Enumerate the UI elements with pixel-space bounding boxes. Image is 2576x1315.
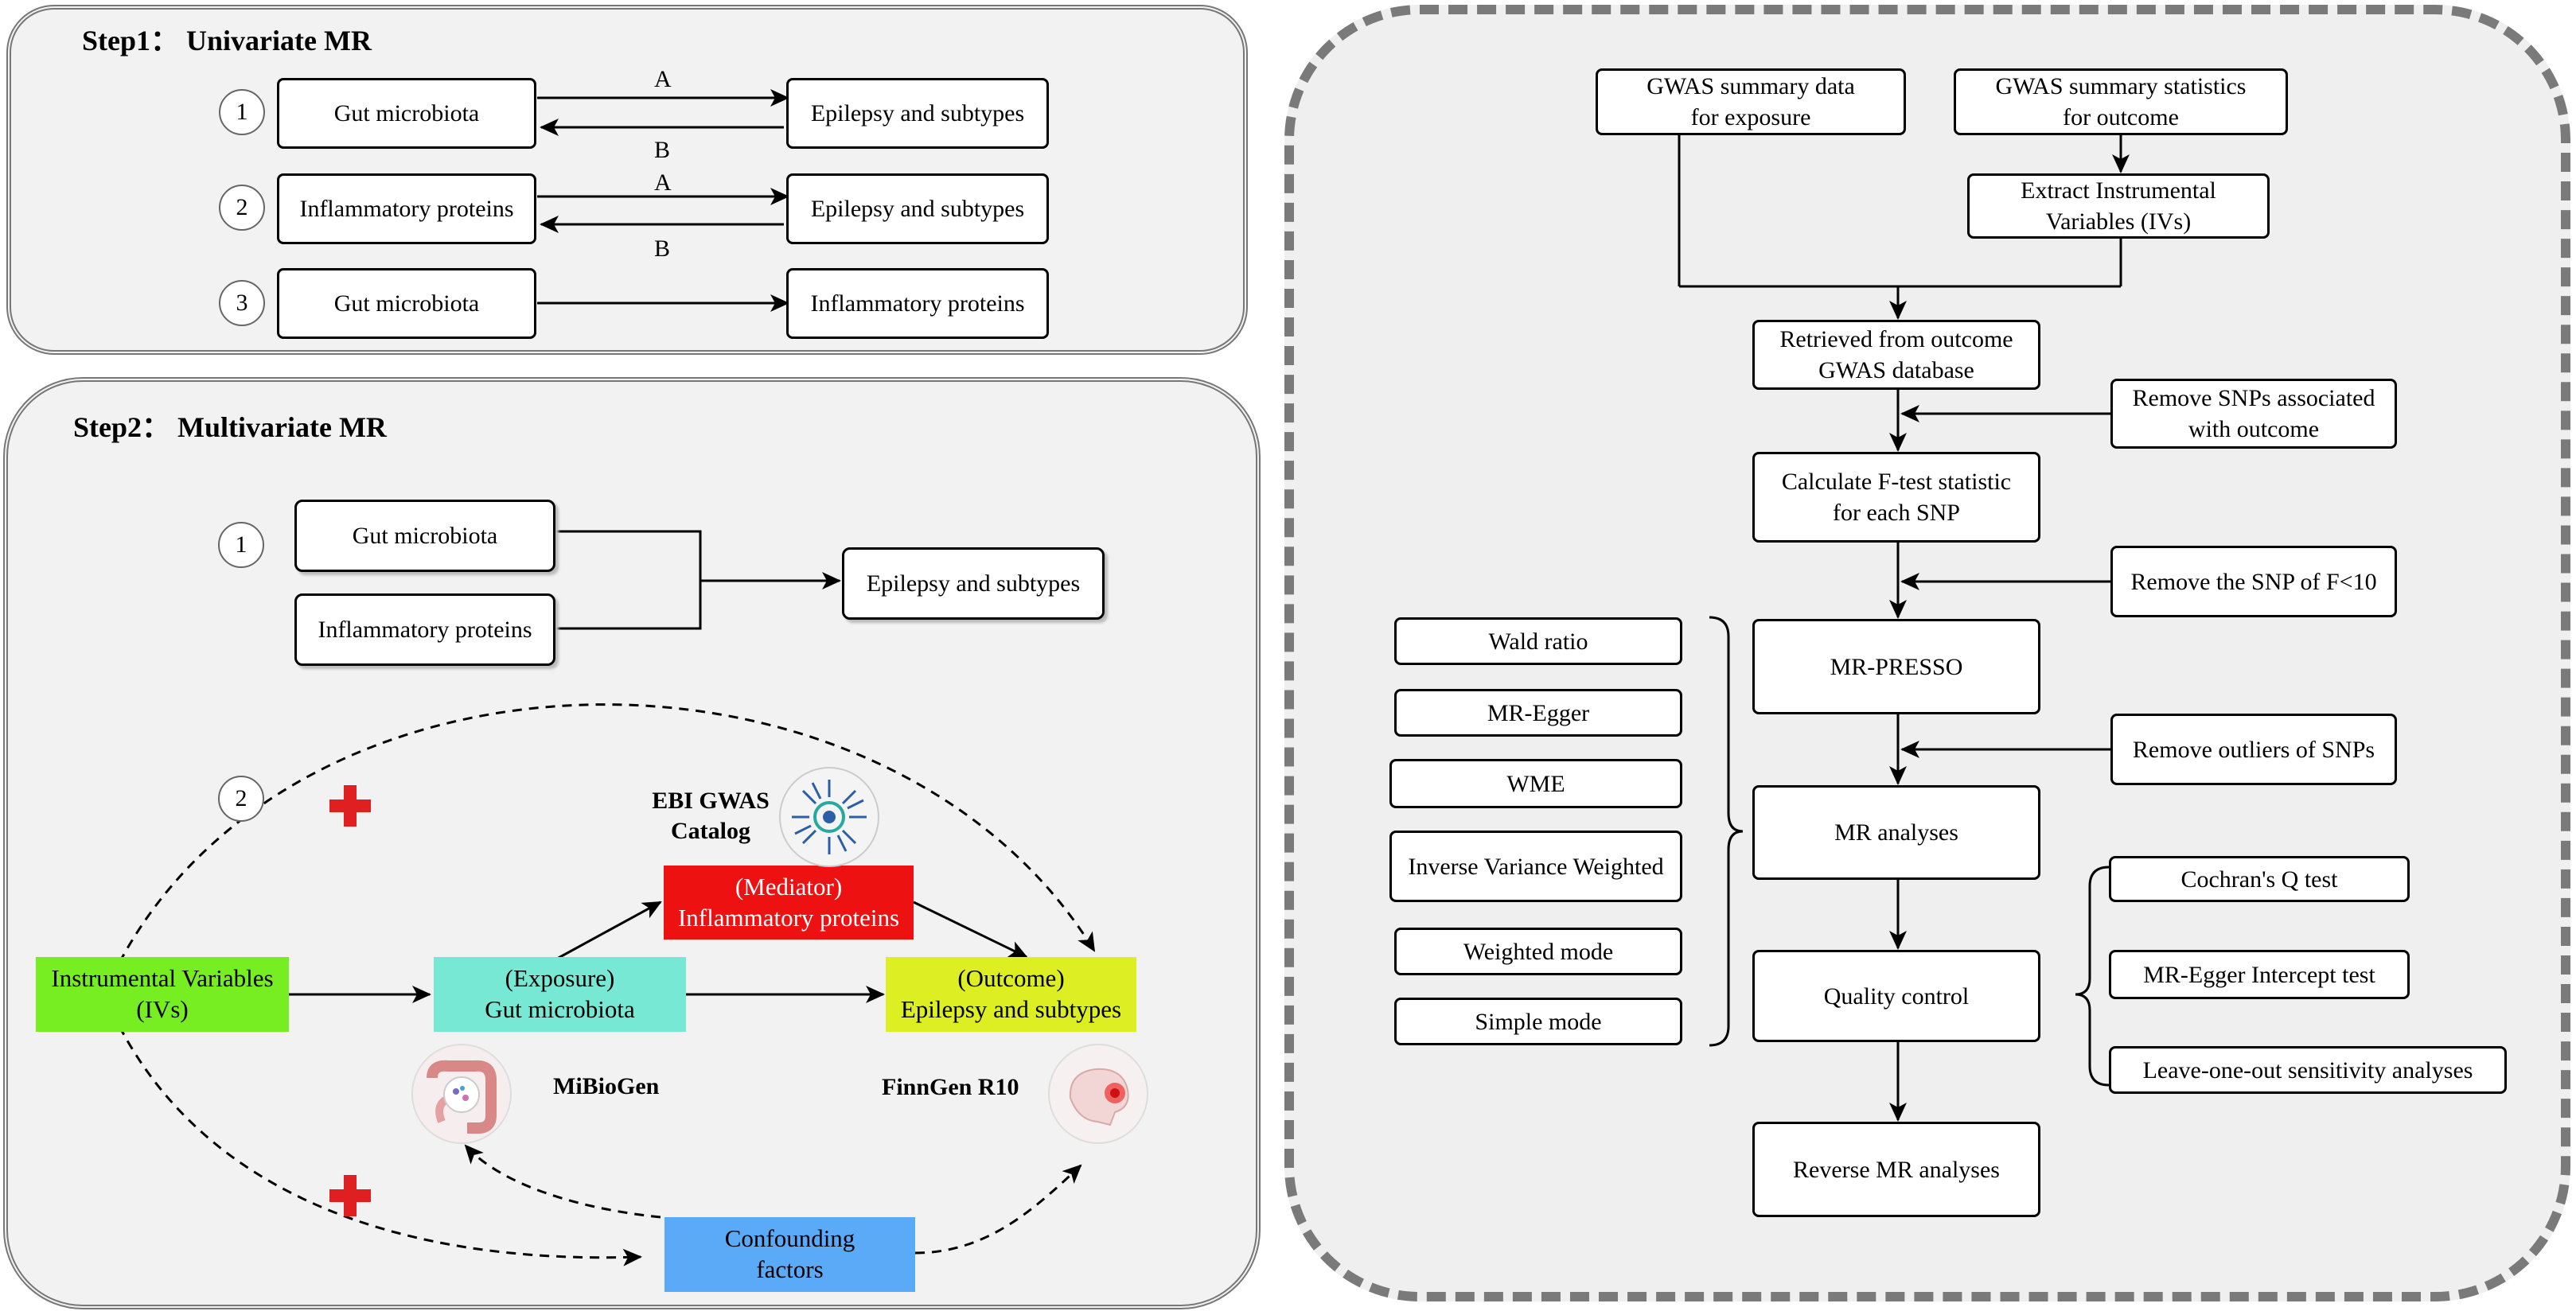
upper-cross-icon [329, 785, 371, 827]
exposure-line1: (Exposure) [505, 964, 615, 993]
step1-row1-number: 1 [219, 89, 265, 135]
step1-title: Step1： Univariate MR [82, 25, 372, 56]
retrieved-box: Retrieved from outcome GWAS database [1752, 320, 2040, 390]
reverse-mr-box: Reverse MR analyses [1752, 1122, 2040, 1217]
lower-cross-icon [329, 1175, 371, 1216]
finngen-label: FinnGen R10 [882, 1074, 1019, 1100]
gwas-outcome-box: GWAS summary statistics for outcome [1954, 68, 2288, 135]
ebi-line2: Catalog [671, 817, 750, 844]
qc-test-item: Cochran's Q test [2109, 856, 2410, 902]
method-item: Simple mode [1394, 998, 1682, 1045]
step1-row1-label-a: A [654, 66, 672, 92]
step1-row1-right: Epilepsy and subtypes [786, 78, 1049, 149]
arrow-mediator-outcome [913, 901, 1028, 959]
confounding-box: Confounding factors [664, 1217, 915, 1292]
mediator-line1: (Mediator) [735, 872, 843, 901]
quality-control-box: Quality control [1752, 950, 2040, 1042]
method-item: Wald ratio [1394, 617, 1682, 665]
step2-input-inflammatory: Inflammatory proteins [294, 593, 555, 666]
step1-row3-right: Inflammatory proteins [786, 268, 1049, 339]
mibiogen-label: MiBioGen [553, 1073, 660, 1099]
qc-bracket [2075, 866, 2110, 1087]
method-item: WME [1389, 759, 1682, 808]
outcome-box: (Outcome) Epilepsy and subtypes [886, 957, 1136, 1032]
calc-f-box: Calculate F-test statistic for each SNP [1752, 452, 2040, 543]
method-item: Weighted mode [1394, 928, 1682, 975]
step1-row3-left: Gut microbiota [277, 268, 536, 339]
qc-test-item: Leave-one-out sensitivity analyses [2109, 1046, 2507, 1094]
step2-output-epilepsy: Epilepsy and subtypes [842, 547, 1105, 620]
exposure-line2: Gut microbiota [485, 995, 635, 1023]
ivs-line1: Instrumental Variables [51, 964, 274, 993]
arrow-exposure-mediator [556, 901, 662, 960]
methods-bracket [1709, 616, 1744, 1047]
gwas-exposure-box: GWAS summary data for exposure [1596, 68, 1906, 135]
ivs-box: Instrumental Variables (IVs) [36, 957, 289, 1032]
step2-part2-number: 2 [218, 776, 264, 822]
step1-row2-right: Epilepsy and subtypes [786, 173, 1049, 244]
outcome-line2: Epilepsy and subtypes [900, 995, 1122, 1023]
step1-row2-label-a: A [654, 169, 672, 196]
ebi-line1: EBI GWAS [652, 788, 770, 814]
dashed-ivs-outcome [118, 703, 1096, 963]
exposure-box: (Exposure) Gut microbiota [434, 957, 686, 1032]
step1-row2-left: Inflammatory proteins [277, 173, 536, 244]
ivs-line2: (IVs) [136, 995, 189, 1023]
dashed-ivs-confounding [118, 1025, 642, 1266]
step1-row2-number: 2 [219, 185, 265, 231]
method-item: Inverse Variance Weighted [1389, 831, 1682, 902]
ebi-label: EBI GWAS Catalog [643, 786, 778, 846]
mr-analyses-box: MR analyses [1752, 785, 2040, 880]
step2-part1-number: 1 [218, 522, 264, 568]
mr-presso-box: MR-PRESSO [1752, 619, 2040, 714]
confounding-line1: Confounding [724, 1224, 855, 1253]
mediator-line2: Inflammatory proteins [677, 903, 900, 932]
step1-row1-left: Gut microbiota [277, 78, 536, 149]
remove-snps-outcome-box: Remove SNPs associated with outcome [2110, 379, 2397, 449]
qc-test-item: MR-Egger Intercept test [2109, 950, 2410, 999]
gwas-catalog-icon [779, 767, 879, 867]
connector-merge [555, 530, 702, 630]
step1-row3-number: 3 [219, 280, 265, 326]
dashed-confounding-exposure [464, 1144, 661, 1219]
outcome-line1: (Outcome) [957, 964, 1065, 993]
step1-row2-label-b: B [654, 235, 671, 262]
step2-title: Step2： Multivariate MR [73, 411, 387, 443]
method-item: MR-Egger [1394, 689, 1682, 737]
dashed-confounding-outcome [914, 1164, 1082, 1255]
confounding-line2: factors [756, 1255, 824, 1283]
step1-row1-label-b: B [654, 137, 671, 163]
mediator-box: (Mediator) Inflammatory proteins [664, 866, 914, 940]
extract-ivs-box: Extract Instrumental Variables (IVs) [1967, 173, 2270, 239]
step2-input-gut: Gut microbiota [294, 500, 555, 572]
remove-f-box: Remove the SNP of F<10 [2110, 546, 2397, 617]
gut-icon [411, 1044, 512, 1144]
brain-icon [1048, 1044, 1148, 1144]
remove-outliers-box: Remove outliers of SNPs [2110, 714, 2397, 785]
